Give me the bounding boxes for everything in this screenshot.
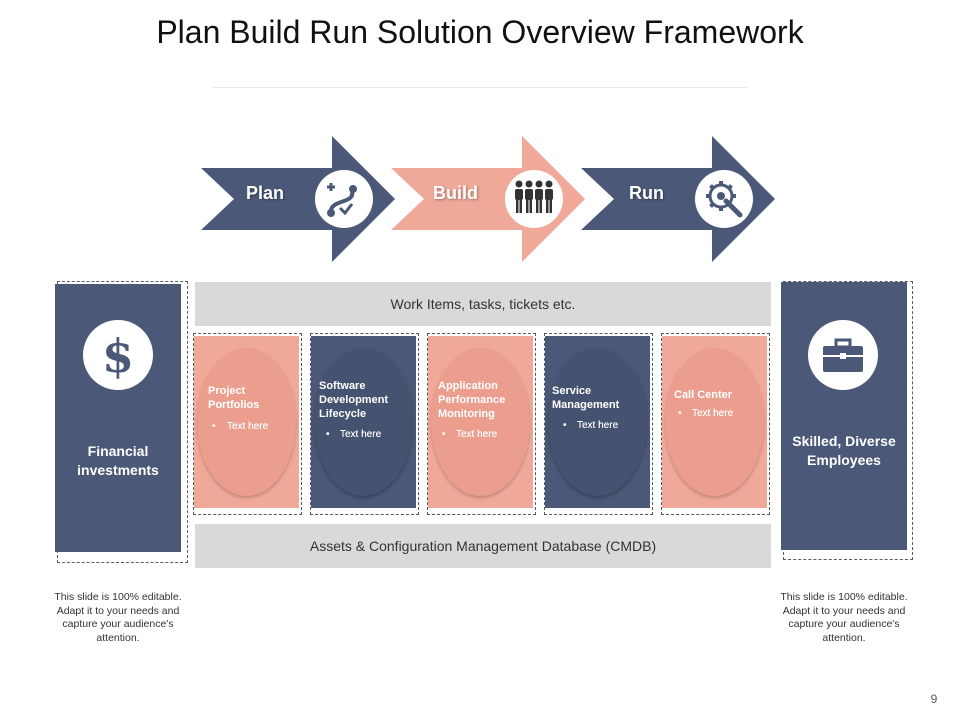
dollar-icon: $ <box>83 320 153 390</box>
card-outline <box>544 333 653 515</box>
left-panel: $ Financial investments <box>55 284 181 552</box>
title-divider <box>213 87 747 88</box>
card-ellipse <box>548 348 647 496</box>
card-ellipse <box>314 348 413 496</box>
run-arrow: Run <box>581 136 775 262</box>
gear-wrench-icon <box>695 170 753 228</box>
right-note: This slide is 100% editable. Adapt it to… <box>780 591 908 644</box>
route-icon <box>315 170 373 228</box>
team-icon <box>505 170 563 228</box>
card-project-portfolios: Project Portfolios •Text here •Text here <box>194 336 299 508</box>
card-ellipse <box>431 348 530 496</box>
card-service-management: Service Management •Text here •Text here <box>545 336 650 508</box>
left-panel-label: Financial investments <box>77 443 159 478</box>
card-outline <box>310 333 419 515</box>
build-arrow: Build <box>391 136 585 262</box>
card-title: Call Center <box>674 389 733 401</box>
card-title: Application Performance Monitoring <box>438 380 506 420</box>
top-banner: Work Items, tasks, tickets etc. <box>195 282 771 326</box>
card-title: Project Portfolios <box>208 385 260 411</box>
bottom-banner: Assets & Configuration Management Databa… <box>195 524 771 568</box>
plan-label: Plan <box>246 183 285 203</box>
right-panel-label: Skilled, Diverse Employees <box>792 433 896 468</box>
card-outline <box>193 333 302 515</box>
card-call-center: Call Center •Text here •Text here <box>662 336 767 508</box>
right-panel: Skilled, Diverse Employees <box>781 282 907 550</box>
plan-arrow: Plan <box>201 136 395 262</box>
left-note: This slide is 100% editable. Adapt it to… <box>54 591 182 644</box>
card-outline <box>661 333 770 515</box>
svg-text:$: $ <box>102 329 134 383</box>
page-number: 9 <box>930 692 938 706</box>
card-title: Software Development Lifecycle <box>319 380 389 420</box>
card-ellipse <box>665 348 764 496</box>
card-outline <box>427 333 536 515</box>
card-application-performance-monitoring: Application Performance Monitoring •Text… <box>428 336 533 508</box>
card-title: Service Management <box>552 385 620 411</box>
build-label: Build <box>433 183 478 203</box>
slide-title: Plan Build Run Solution Overview Framewo… <box>156 14 804 50</box>
run-label: Run <box>629 183 664 203</box>
card-software-development-lifecycle: Software Development Lifecycle •Text her… <box>311 336 416 508</box>
briefcase-icon <box>808 320 878 390</box>
card-ellipse <box>197 348 296 496</box>
